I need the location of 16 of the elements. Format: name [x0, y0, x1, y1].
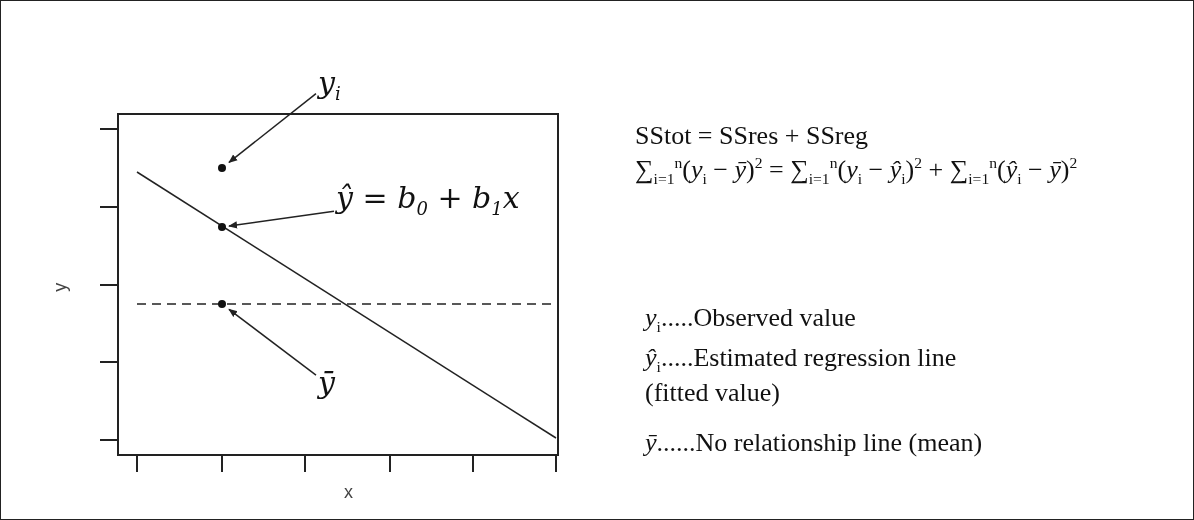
point-label: ȳ — [318, 368, 335, 398]
definition: ŷ$_{i}$.....Estimated regression line (fitted value) — [645, 342, 958, 410]
definition: y$_{i}$.....Observed value — [645, 302, 857, 336]
data-point — [218, 223, 226, 231]
equation: SStot = SSres + SSreg — [635, 120, 870, 152]
point-label: y$_{i}$ — [318, 68, 341, 98]
leader-arrow — [228, 92, 317, 164]
leader-arrow — [228, 210, 335, 229]
equation: ∑$_{i=1}$$^{n}$(y$_{i}$ − ȳ)$^{2}$ = ∑$_{i=1}$$^{n}$(y$_{i}$ − ŷ$_{i}$)$^{2}$ + ∑$_{i=1}$$^{n}$(ŷ$_{i}$ − ȳ)$^{2}$ — [635, 153, 1079, 188]
definition: ȳ......No relationship line (mean) — [645, 427, 984, 459]
equation-label: ŷ = b$_{0}$ + b$_{1}$x — [336, 183, 520, 213]
leader-arrow — [228, 308, 317, 376]
data-point — [218, 300, 226, 308]
axis-label: x — [344, 481, 353, 504]
data-point — [218, 164, 226, 172]
axis-label: y — [49, 282, 72, 292]
